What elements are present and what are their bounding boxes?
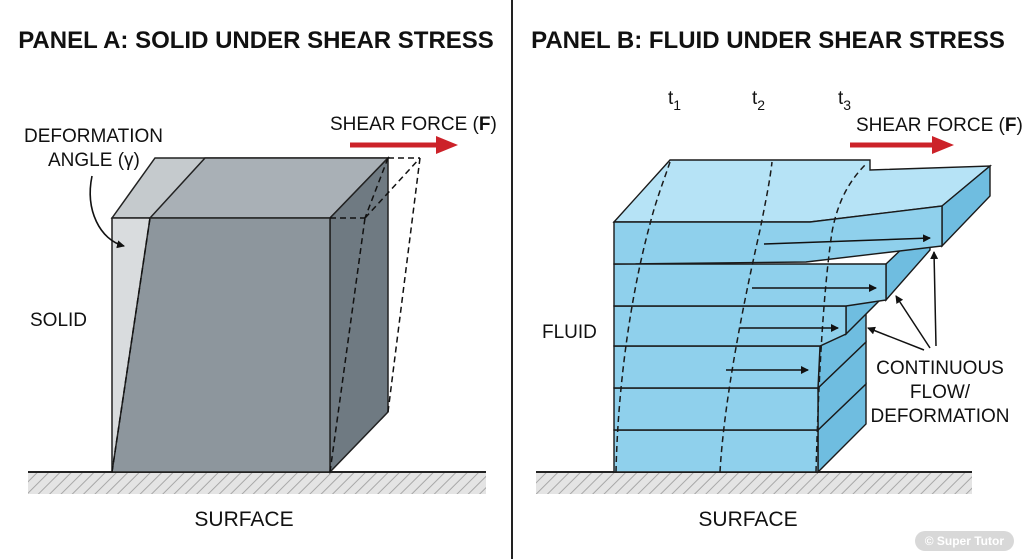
fluid-material-label: FLUID [542, 322, 597, 343]
time-label-t2: t2 [752, 88, 765, 113]
flow-callout-lines [867, 251, 939, 351]
panel-b-surface-label: SURFACE [698, 508, 797, 531]
flow-label-line3: DEFORMATION [871, 406, 1010, 427]
fluid-layers [612, 159, 993, 474]
fluid-layer-3-front [613, 305, 847, 347]
deformation-angle-pointer [89, 175, 125, 249]
fluid-top-layer-front [613, 205, 943, 265]
flow-arrows [726, 234, 931, 374]
velocity-profiles [615, 161, 867, 473]
profile-t3 [815, 163, 867, 473]
panel-a-ground-hatch [28, 472, 486, 494]
time-label-t3: t3 [838, 88, 851, 113]
panel-b-shear-force-label: SHEAR FORCE (F) [856, 115, 1023, 136]
panel-b-shear-arrow [850, 136, 954, 154]
deformation-angle-label-line2: ANGLE (γ) [48, 150, 140, 171]
solid-material-label: SOLID [30, 310, 87, 331]
fluid-layer-2-front [613, 263, 887, 307]
fluid-layer-5-front [613, 387, 819, 431]
fluid-layer-4-front [613, 345, 821, 389]
fluid-layer-6-front [613, 429, 819, 473]
panel-a: PANEL A: SOLID UNDER SHEAR STRESS [18, 27, 497, 531]
flow-arrow-1 [763, 234, 931, 245]
panel-a-shear-arrow [350, 136, 458, 154]
panel-a-title: PANEL A: SOLID UNDER SHEAR STRESS [18, 27, 494, 54]
time-label-t1: t1 [668, 88, 681, 113]
watermark-badge: © Super Tutor [914, 531, 1014, 551]
panel-a-surface-label: SURFACE [194, 508, 293, 531]
panel-b-ground-hatch [536, 472, 972, 494]
flow-label-line1: CONTINUOUS [876, 358, 1004, 379]
profile-t1 [615, 161, 671, 473]
panel-b: PANEL B: FLUID UNDER SHEAR STRESS t1 t2 … [531, 27, 1023, 531]
flow-label-line2: FLOW/ [910, 382, 971, 403]
deformation-angle-label-line1: DEFORMATION [24, 126, 163, 147]
solid-front-face [111, 217, 331, 473]
solid-shear-outline [111, 157, 421, 473]
panel-a-shear-force-label: SHEAR FORCE (F) [330, 114, 497, 135]
panel-b-title: PANEL B: FLUID UNDER SHEAR STRESS [531, 27, 1005, 54]
